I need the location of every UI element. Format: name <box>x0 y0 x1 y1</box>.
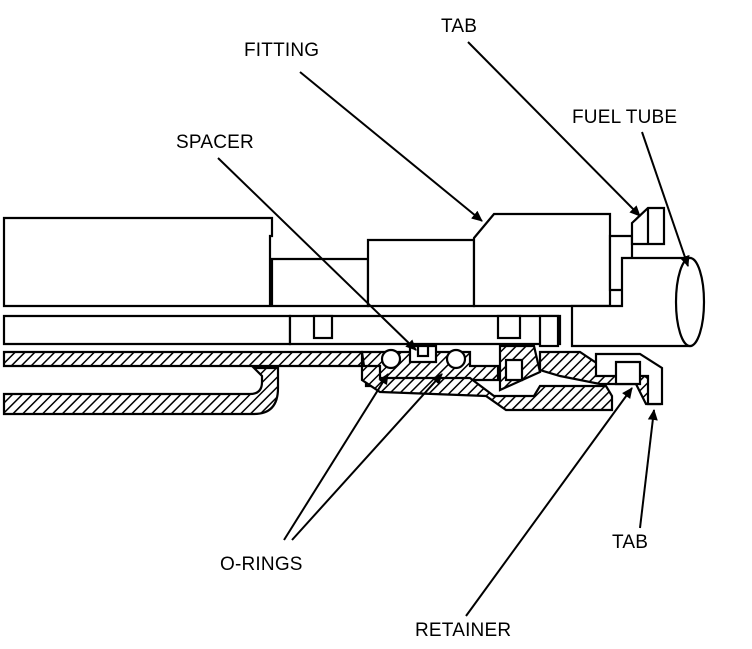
inner-band <box>2 314 292 346</box>
retainer-leader <box>465 387 633 617</box>
housing-wall-left <box>2 350 364 368</box>
o-ring-right <box>445 348 467 370</box>
fuel-tube-end <box>674 256 706 348</box>
o-rings-leader-right <box>291 373 443 541</box>
o-ring-left <box>380 348 402 370</box>
label-fitting: FITTING <box>244 40 320 61</box>
spacer-leader <box>217 157 417 351</box>
label-tab-bottom: TAB <box>612 532 649 553</box>
label-o-rings: O-RINGS <box>220 554 303 575</box>
fuel-tube-leader <box>641 131 690 267</box>
fitting-leader <box>299 71 483 222</box>
shaft <box>270 257 370 308</box>
left-tube-upper <box>2 216 274 308</box>
label-retainer: RETAINER <box>415 620 512 641</box>
tab-bottom-leader <box>639 409 658 529</box>
fitting-middle <box>366 238 476 308</box>
label-fuel-tube: FUEL TUBE <box>572 107 678 128</box>
tab-top-leader <box>467 41 641 217</box>
fitting-body <box>472 212 612 308</box>
label-tab-top: TAB <box>441 16 478 37</box>
label-spacer: SPACER <box>176 132 254 153</box>
retainer-tip <box>594 352 664 406</box>
housing-lower <box>360 364 614 412</box>
o-rings-leader-left <box>283 373 389 541</box>
housing-cup <box>2 366 280 416</box>
